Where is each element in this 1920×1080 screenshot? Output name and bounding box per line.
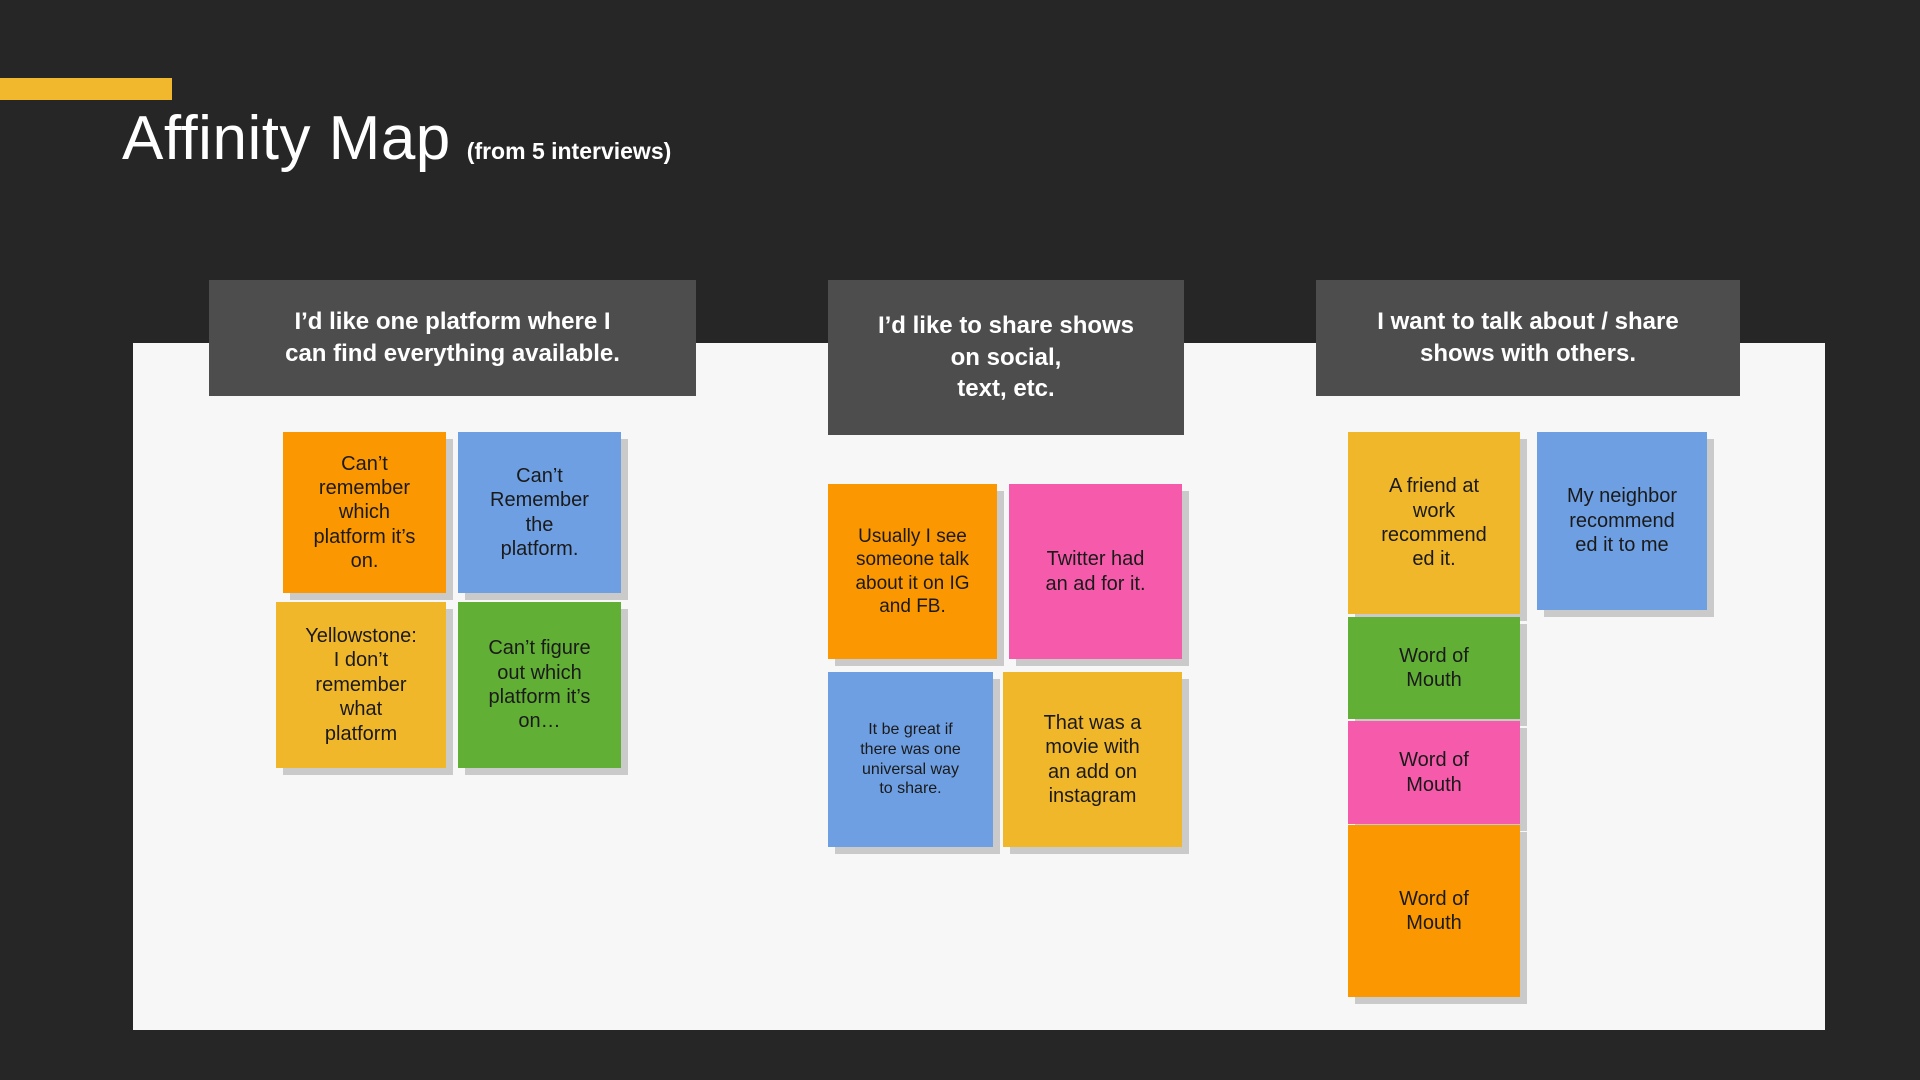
sticky-note[interactable]: Can’t Remember the platform. — [458, 432, 621, 593]
sticky-note[interactable]: Twitter had an ad for it. — [1009, 484, 1182, 659]
accent-bar — [0, 78, 172, 100]
column-header-0: I’d like one platform where I can find e… — [209, 280, 696, 396]
sticky-note[interactable]: Yellowstone: I don’t remember what platf… — [276, 602, 446, 768]
title-main-text: Affinity Map — [122, 104, 451, 173]
column-header-2: I want to talk about / share shows with … — [1316, 280, 1740, 396]
sticky-note[interactable]: Can’t figure out which platform it’s on… — [458, 602, 621, 768]
column-header-1: I’d like to share shows on social, text,… — [828, 280, 1184, 435]
sticky-note[interactable]: Usually I see someone talk about it on I… — [828, 484, 997, 659]
sticky-note[interactable]: Word of Mouth — [1348, 721, 1520, 824]
sticky-note[interactable]: It be great if there was one universal w… — [828, 672, 993, 847]
sticky-note[interactable]: A friend at work recommend ed it. — [1348, 432, 1520, 614]
sticky-note[interactable]: My neighbor recommend ed it to me — [1537, 432, 1707, 610]
sticky-note[interactable]: That was a movie with an add on instagra… — [1003, 672, 1182, 847]
sticky-note[interactable]: Word of Mouth — [1348, 617, 1520, 719]
sticky-note[interactable]: Can’t remember which platform it’s on. — [283, 432, 446, 593]
page-title: Affinity Map (from 5 interviews) — [122, 108, 671, 170]
sticky-note[interactable]: Word of Mouth — [1348, 825, 1520, 997]
title-subtitle-text: (from 5 interviews) — [466, 138, 672, 164]
